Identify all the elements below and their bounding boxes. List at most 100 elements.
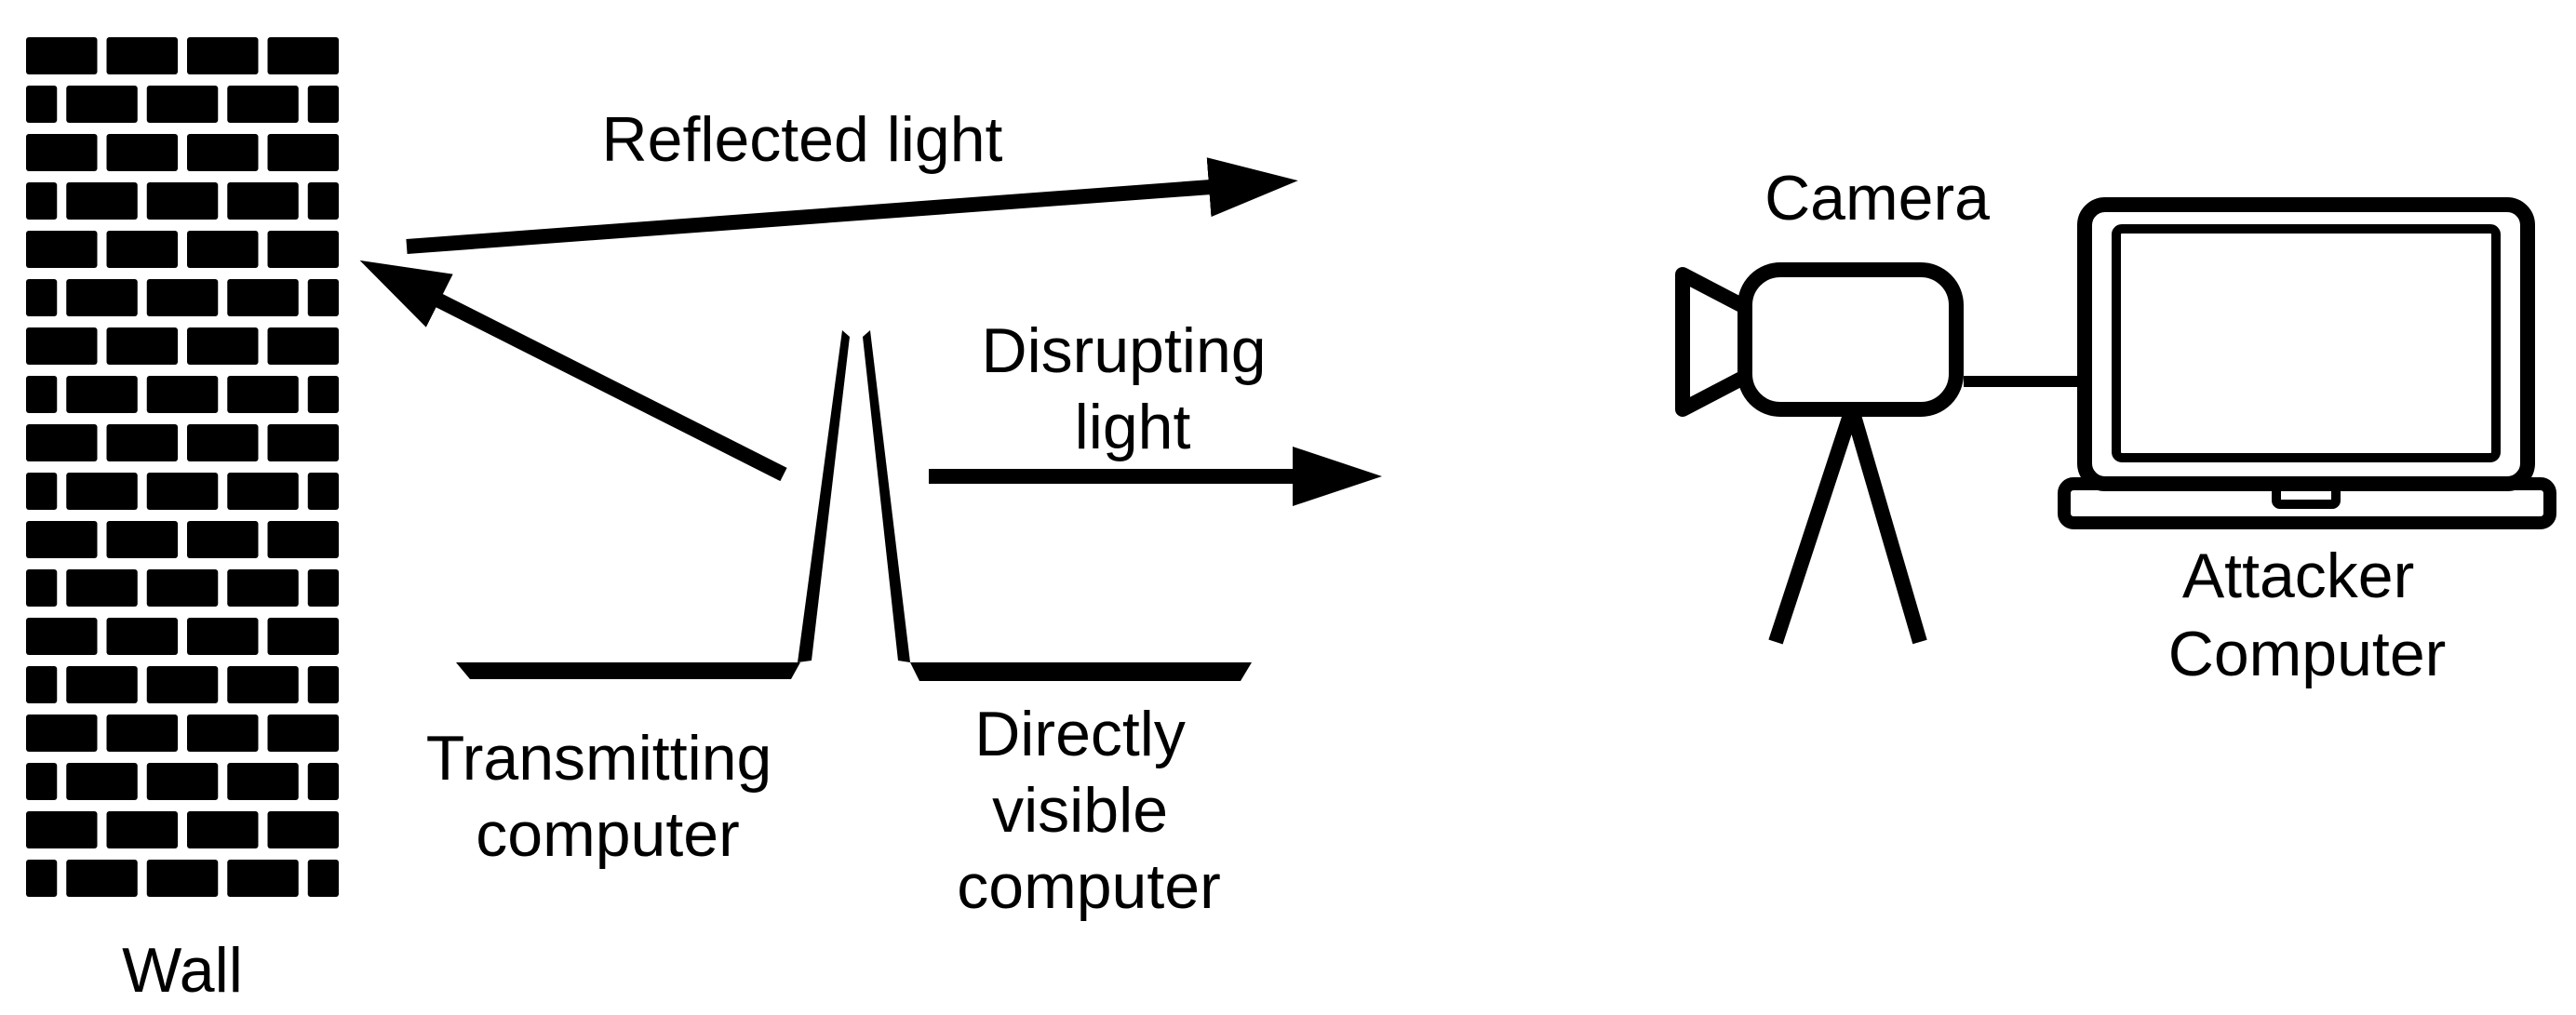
wall-brick bbox=[106, 327, 178, 365]
wall-brick bbox=[307, 182, 339, 220]
wall-brick bbox=[66, 860, 138, 897]
wall-brick bbox=[227, 666, 299, 703]
wall-brick bbox=[146, 279, 219, 316]
wall-brick bbox=[187, 715, 259, 752]
attacker-computer-label-line: Computer bbox=[2168, 619, 2447, 689]
wall-brick bbox=[146, 569, 219, 607]
wall-brick bbox=[146, 860, 219, 897]
wall-brick bbox=[106, 811, 178, 848]
wall-brick bbox=[307, 376, 339, 413]
transmitting-computer-label-line: Transmitting bbox=[426, 723, 772, 794]
disrupting-light-label: Disrupting light bbox=[981, 315, 1283, 462]
wall-brick bbox=[26, 134, 98, 171]
wall-brick bbox=[66, 376, 138, 413]
wall-brick bbox=[227, 182, 299, 220]
wall-brick bbox=[66, 763, 138, 800]
camera-label: Camera bbox=[1764, 163, 1990, 234]
wall-brick bbox=[66, 666, 138, 703]
incident-light-arrow bbox=[359, 260, 787, 482]
attacker-computer-label-line: Attacker bbox=[2182, 541, 2414, 611]
wall-brick bbox=[307, 763, 339, 800]
wall-brick bbox=[146, 473, 219, 510]
transmitting-computer-label: Transmitting computer bbox=[426, 723, 789, 870]
wall-brick bbox=[106, 231, 178, 268]
wall-brick bbox=[227, 763, 299, 800]
wall-brick bbox=[106, 37, 178, 74]
wall-brick bbox=[26, 279, 58, 316]
brick-wall-icon bbox=[26, 37, 339, 897]
wall-brick bbox=[26, 860, 58, 897]
wall-brick bbox=[187, 37, 259, 74]
wall-brick bbox=[106, 618, 178, 655]
disrupting-light-label-line: Disrupting bbox=[981, 315, 1266, 386]
wall-brick bbox=[106, 134, 178, 171]
transmitting-computer-label-line: computer bbox=[476, 799, 739, 870]
directly-visible-computer-label-line: computer bbox=[957, 851, 1220, 922]
wall-brick bbox=[146, 763, 219, 800]
wall-brick bbox=[307, 86, 339, 123]
wall-brick bbox=[26, 618, 98, 655]
wall-brick bbox=[26, 182, 58, 220]
wall-brick bbox=[26, 811, 98, 848]
wall-brick bbox=[26, 521, 98, 558]
reflected-light-arrow bbox=[406, 157, 1298, 254]
wall-brick bbox=[66, 473, 138, 510]
wall-brick bbox=[267, 715, 339, 752]
tripod-icon bbox=[1768, 407, 1927, 645]
wall-brick bbox=[26, 86, 58, 123]
wall-brick bbox=[146, 182, 219, 220]
directly-visible-computer-label-line: Directly bbox=[974, 699, 1186, 769]
wall-brick bbox=[26, 327, 98, 365]
wall-brick bbox=[227, 86, 299, 123]
directly-visible-computer-label: Directly visible computer bbox=[957, 699, 1220, 922]
wall-brick bbox=[227, 569, 299, 607]
wall-brick bbox=[267, 327, 339, 365]
wall-brick bbox=[267, 231, 339, 268]
wall-brick bbox=[26, 715, 98, 752]
reflected-light-label: Reflected light bbox=[602, 104, 1003, 175]
wall-brick bbox=[267, 811, 339, 848]
wall-brick bbox=[227, 376, 299, 413]
wall-label: Wall bbox=[122, 935, 243, 1006]
wall-brick bbox=[187, 134, 259, 171]
video-camera-icon bbox=[1675, 262, 1964, 417]
wall-brick bbox=[146, 666, 219, 703]
wall-brick bbox=[267, 521, 339, 558]
wall-brick bbox=[26, 473, 58, 510]
wall-brick bbox=[26, 424, 98, 461]
wall-brick bbox=[187, 424, 259, 461]
wall-brick bbox=[267, 134, 339, 171]
wall-brick bbox=[307, 860, 339, 897]
wall-brick bbox=[66, 182, 138, 220]
wall-brick bbox=[66, 569, 138, 607]
wall-brick bbox=[146, 376, 219, 413]
wall-brick bbox=[227, 473, 299, 510]
wall-brick bbox=[146, 86, 219, 123]
attacker-laptop-icon bbox=[2058, 197, 2556, 529]
wall-brick bbox=[227, 279, 299, 316]
wall-brick bbox=[187, 327, 259, 365]
wall-brick bbox=[267, 37, 339, 74]
wall-brick bbox=[187, 811, 259, 848]
wall-brick bbox=[26, 763, 58, 800]
wall-brick bbox=[26, 231, 98, 268]
wall-brick bbox=[26, 376, 58, 413]
directly-visible-computer-label-line: visible bbox=[992, 775, 1168, 846]
wall-brick bbox=[106, 521, 178, 558]
transmitting-laptop-icon bbox=[456, 330, 850, 679]
wall-brick bbox=[26, 37, 98, 74]
wall-brick bbox=[267, 618, 339, 655]
wall-brick bbox=[307, 666, 339, 703]
disrupting-light-label-line: light bbox=[1075, 392, 1191, 462]
wall-brick bbox=[187, 618, 259, 655]
attacker-computer-label: Attacker Computer bbox=[2168, 541, 2447, 689]
wall-brick bbox=[106, 424, 178, 461]
wall-brick bbox=[307, 279, 339, 316]
wall-brick bbox=[307, 569, 339, 607]
wall-brick bbox=[66, 279, 138, 316]
wall-brick bbox=[187, 521, 259, 558]
visible-laptop-icon bbox=[863, 330, 1252, 681]
wall-brick bbox=[307, 473, 339, 510]
wall-brick bbox=[66, 86, 138, 123]
